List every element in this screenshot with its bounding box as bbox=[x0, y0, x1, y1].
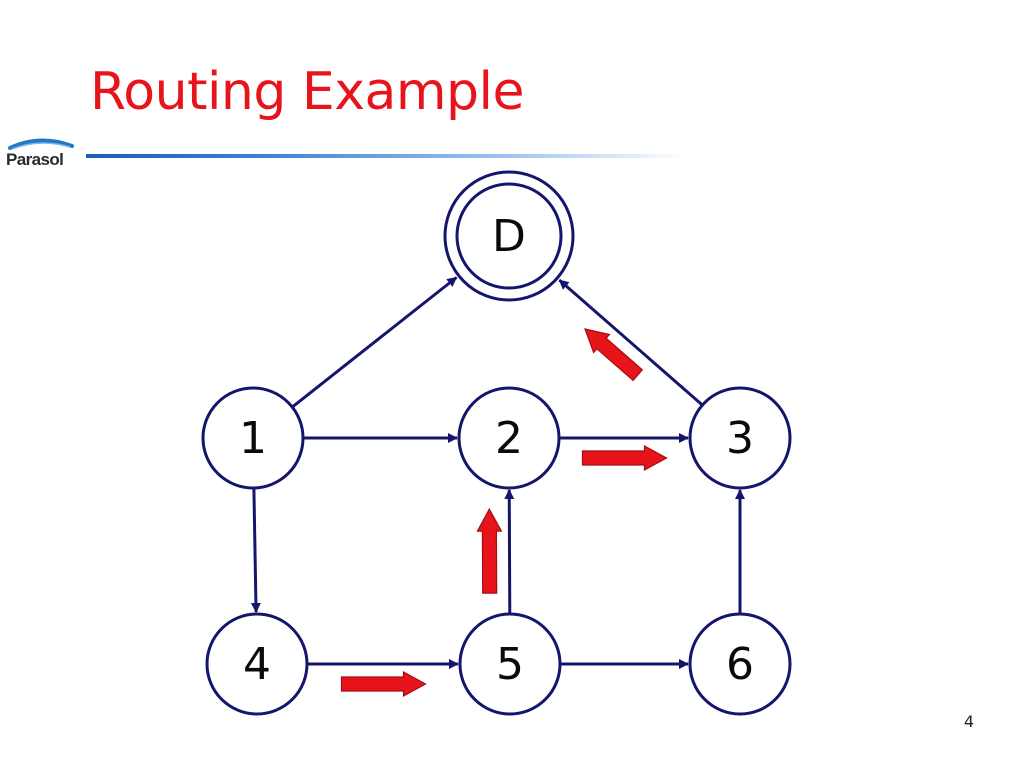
edges bbox=[250, 276, 745, 669]
page-number: 4 bbox=[963, 712, 974, 731]
node-D-label: D bbox=[492, 211, 526, 262]
node-2: 2 bbox=[457, 386, 561, 490]
edge-1-to-4 bbox=[250, 488, 261, 614]
parasol-logo: Parasol bbox=[6, 138, 74, 169]
node-4-label: 4 bbox=[243, 639, 271, 690]
edge-1-to-D bbox=[292, 276, 458, 408]
node-5-circle bbox=[458, 612, 562, 716]
node-3: 3 bbox=[688, 386, 792, 490]
edge-5-to-2 bbox=[504, 488, 515, 614]
node-2-label: 2 bbox=[495, 413, 523, 464]
node-6-circle bbox=[688, 612, 792, 716]
route-arrow-2-to-3 bbox=[581, 444, 668, 472]
parasol-logo-arc bbox=[8, 138, 74, 150]
node-5-label: 5 bbox=[496, 639, 524, 690]
node-1: 1 bbox=[201, 386, 305, 490]
node-2-circle bbox=[457, 386, 561, 490]
node-3-circle bbox=[688, 386, 792, 490]
title-divider bbox=[86, 154, 686, 158]
edge-3-to-D bbox=[558, 278, 703, 406]
node-4: 4 bbox=[205, 612, 309, 716]
node-5: 5 bbox=[458, 612, 562, 716]
node-4-circle bbox=[205, 612, 309, 716]
node-6: 6 bbox=[688, 612, 792, 716]
node-D-inner-ring bbox=[455, 182, 563, 290]
parasol-logo-text: Parasol bbox=[6, 150, 63, 169]
node-6-label: 6 bbox=[726, 639, 754, 690]
route-arrow-4-to-5 bbox=[340, 670, 427, 698]
route-highlights bbox=[340, 328, 668, 698]
node-1-label: 1 bbox=[239, 413, 267, 464]
node-D: D bbox=[443, 170, 575, 302]
node-3-label: 3 bbox=[726, 413, 754, 464]
node-1-circle bbox=[201, 386, 305, 490]
route-arrow-3-to-D bbox=[584, 328, 644, 382]
nodes: D 1 2 3 4 5 6 bbox=[201, 170, 792, 716]
slide-title: Routing Example bbox=[90, 62, 525, 122]
route-arrow-5-to-2 bbox=[476, 507, 503, 594]
